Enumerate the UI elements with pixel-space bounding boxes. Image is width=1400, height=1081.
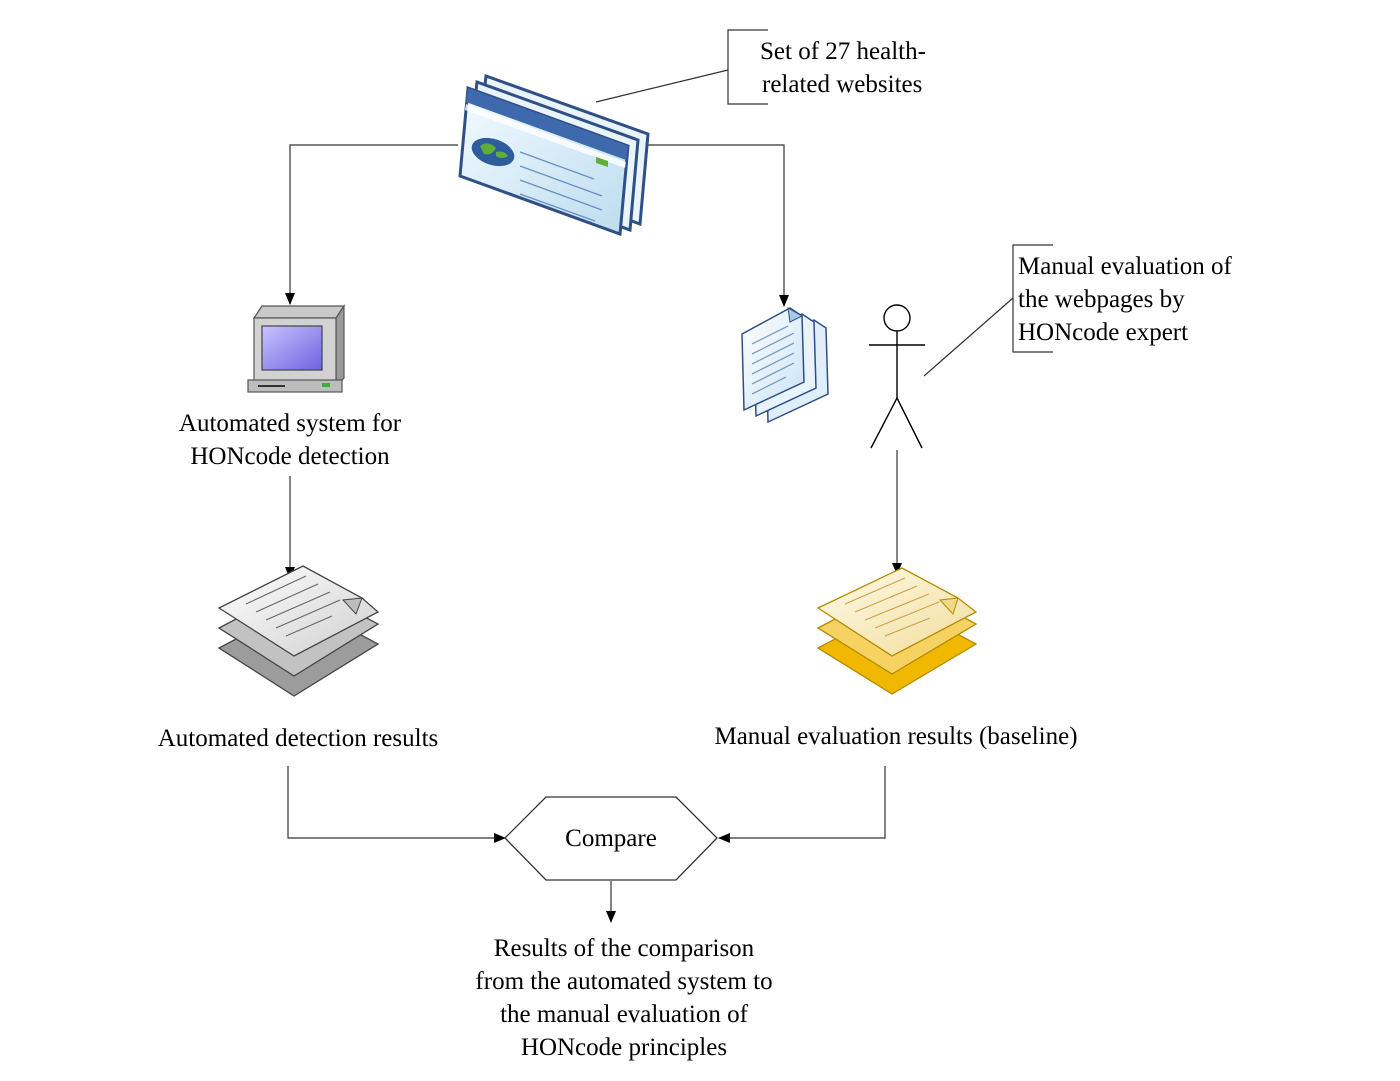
websites-label: Set of 27 health- related websites: [760, 35, 926, 101]
callout-expert: [923, 297, 1014, 377]
manual-results-text: Manual evaluation results (baseline): [714, 723, 1078, 750]
computer-icon: [247, 304, 346, 393]
connectors: [285, 69, 1014, 923]
callout-brackets: [727, 29, 1053, 353]
expert-label-line: the webpages by: [1018, 286, 1185, 313]
comparison-results-line: HONcode principles: [520, 1034, 728, 1061]
websites-label-line: related websites: [762, 71, 923, 98]
arrow-auto-results-to-compare: [287, 766, 506, 843]
compare-text: Compare: [565, 825, 657, 852]
automated-system-label-line: HONcode detection: [190, 443, 390, 470]
arrow-websites-to-docs: [645, 144, 789, 307]
automated-results-icon: [217, 565, 380, 697]
automated-results-text: Automated detection results: [157, 725, 439, 752]
comparison-results-label: Results of the comparison from the autom…: [475, 932, 772, 1064]
websites-label-line: Set of 27 health-: [760, 38, 926, 65]
websites-icon: [458, 73, 650, 237]
expert-figure-icon: [869, 304, 925, 449]
compare-label: Compare: [565, 822, 657, 855]
bracket-websites: [727, 29, 768, 105]
manual-results-label: Manual evaluation results (baseline): [714, 720, 1077, 753]
automated-system-label: Automated system for HONcode detection: [179, 407, 401, 473]
manual-results-icon: [816, 567, 978, 695]
arrow-websites-to-system: [285, 144, 458, 305]
arrow-manual-results-to-compare: [718, 766, 886, 843]
webpages-documents-icon: [741, 307, 829, 424]
comparison-results-line: Results of the comparison: [493, 935, 755, 962]
expert-label-line: Manual evaluation of: [1018, 253, 1232, 280]
callout-websites: [595, 69, 729, 103]
automated-system-label-line: Automated system for: [178, 410, 402, 437]
comparison-results-line: the manual evaluation of: [500, 1001, 748, 1028]
automated-results-label: Automated detection results: [158, 722, 438, 755]
bracket-expert: [1012, 244, 1053, 353]
expert-label: Manual evaluation of the webpages by HON…: [1018, 250, 1232, 349]
compare-hexagon: [504, 796, 718, 881]
comparison-results-line: from the automated system to: [475, 968, 773, 995]
expert-label-line: HONcode expert: [1018, 319, 1189, 346]
